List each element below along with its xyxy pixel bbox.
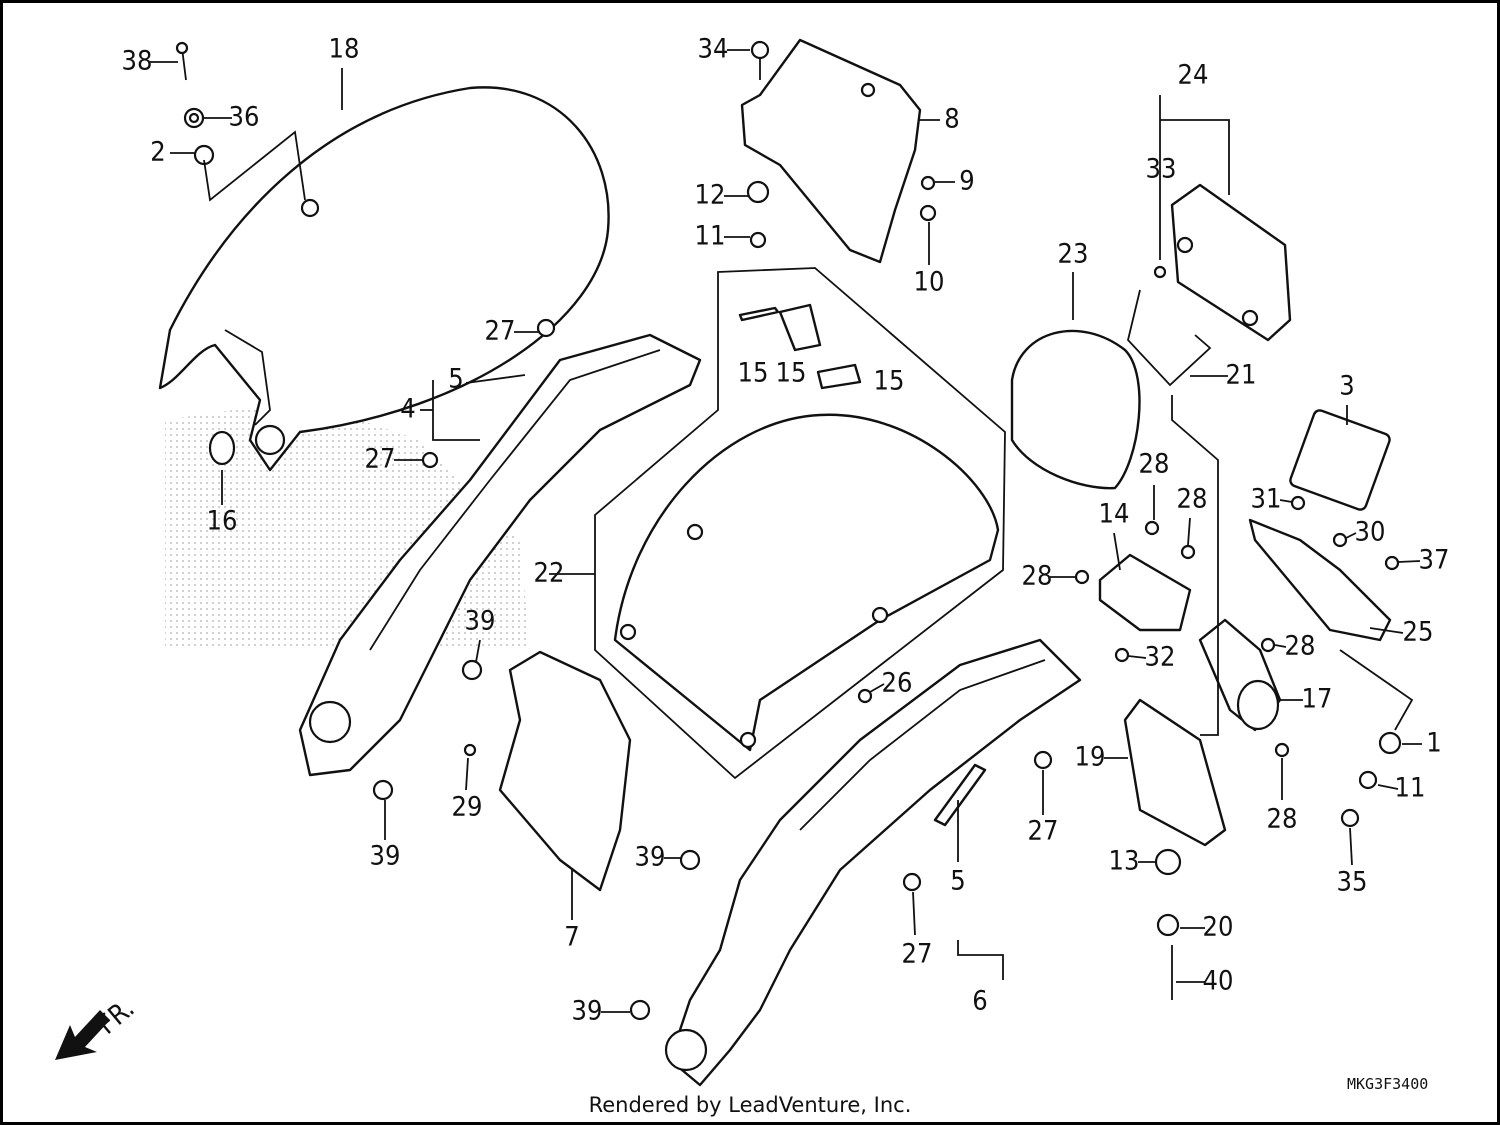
callout-28: 28 (1022, 561, 1053, 592)
callout-5: 5 (950, 866, 965, 897)
callout-36: 36 (229, 102, 260, 133)
callout-13: 13 (1109, 846, 1140, 877)
pad-23 (1010, 329, 1141, 490)
inner-cover-22 (594, 267, 1006, 780)
callout-18: 18 (329, 34, 360, 65)
callout-16: 16 (207, 506, 238, 537)
callout-4: 4 (400, 394, 415, 425)
callout-28: 28 (1139, 449, 1170, 480)
callout-35: 35 (1337, 867, 1368, 898)
callout-21: 21 (1226, 360, 1257, 391)
callout-40: 40 (1203, 966, 1234, 997)
callout-20: 20 (1203, 912, 1234, 943)
callout-5: 5 (448, 364, 463, 395)
callout-11: 11 (1395, 773, 1426, 804)
bracket-8 (740, 38, 922, 264)
callout-15: 15 (738, 358, 769, 389)
plate-3 (1289, 409, 1391, 511)
callout-28: 28 (1285, 631, 1316, 662)
callout-12: 12 (695, 180, 726, 211)
callout-29: 29 (452, 792, 483, 823)
bracket-19 (1123, 698, 1227, 847)
fender-rail-right-6 (664, 638, 1082, 1087)
callout-1: 1 (1426, 728, 1441, 759)
callout-23: 23 (1058, 239, 1089, 270)
fender-rail-left-4 (298, 333, 702, 777)
callout-11: 11 (695, 221, 726, 252)
front-indicator-label: FR. (92, 993, 141, 1041)
callout-39: 39 (572, 996, 603, 1027)
callout-25: 25 (1403, 617, 1434, 648)
callout-30: 30 (1355, 517, 1386, 548)
leader-lines (150, 49, 1422, 1013)
callout-39: 39 (465, 606, 496, 637)
bracket-25 (1248, 518, 1392, 642)
diagram-code: MKG3F3400 (1347, 1075, 1429, 1093)
callout-24: 24 (1178, 60, 1209, 91)
bracket-14 (1098, 553, 1192, 632)
callout-14: 14 (1099, 499, 1130, 530)
callout-28: 28 (1267, 804, 1298, 835)
callout-34: 34 (698, 34, 729, 65)
rear-fender-18 (158, 86, 610, 472)
stay-21 (1127, 289, 1212, 387)
callout-26: 26 (882, 668, 913, 699)
callout-27: 27 (485, 316, 516, 347)
callout-9: 9 (959, 166, 974, 197)
callout-27: 27 (365, 444, 396, 475)
callout-33: 33 (1146, 154, 1177, 185)
holder-17 (1198, 618, 1282, 732)
side-cover-7 (498, 650, 632, 892)
callout-10: 10 (914, 267, 945, 298)
grommet-16 (208, 430, 236, 466)
callout-8: 8 (944, 104, 959, 135)
callout-19: 19 (1075, 742, 1106, 773)
callout-28: 28 (1177, 484, 1208, 515)
tape-5 (933, 763, 987, 827)
callout-15: 15 (874, 366, 905, 397)
callout-3: 3 (1339, 371, 1354, 402)
tape-15 (738, 303, 862, 390)
callout-27: 27 (902, 939, 933, 970)
callout-2: 2 (150, 137, 165, 168)
callout-37: 37 (1419, 545, 1450, 576)
callout-31: 31 (1251, 484, 1282, 515)
callout-32: 32 (1145, 642, 1176, 673)
callout-38: 38 (122, 46, 153, 77)
callout-15: 15 (776, 358, 807, 389)
callout-27: 27 (1028, 816, 1059, 847)
housing-24 (1170, 183, 1292, 342)
callout-22: 22 (534, 558, 565, 589)
front-arrow-icon: FR. (55, 993, 141, 1060)
callout-39: 39 (370, 841, 401, 872)
callout-7: 7 (564, 922, 579, 953)
callout-6: 6 (972, 986, 987, 1017)
footer-credit: Rendered by LeadVenture, Inc. (588, 1093, 912, 1117)
callout-17: 17 (1302, 684, 1333, 715)
hardware (175, 40, 1402, 1021)
callout-39: 39 (635, 842, 666, 873)
